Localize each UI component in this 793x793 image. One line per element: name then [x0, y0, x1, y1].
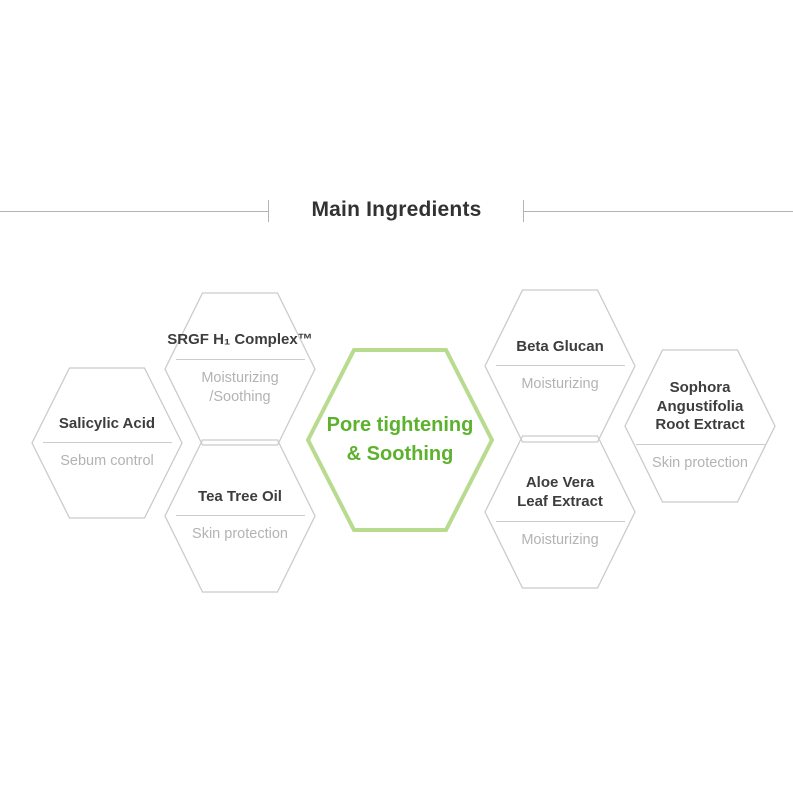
hexagon-content: Beta Glucan Moisturizing [485, 290, 635, 442]
hexagon-outline [625, 350, 775, 502]
hexagon-content: SRGF H₁ Complex™ Moisturizing /Soothing [165, 293, 315, 445]
hexagon-content: Salicylic Acid Sebum control [32, 368, 182, 518]
ingredient-name: Salicylic Acid [58, 414, 156, 432]
hexagon-outline [165, 440, 315, 592]
ingredient-benefit: Moisturizing /Soothing [201, 370, 279, 405]
ingredient-name: Beta Glucan [516, 337, 604, 355]
center-benefit-label: Pore tightening & Soothing [326, 414, 474, 465]
hexagon-outline [165, 293, 315, 445]
ingredient-name: Sophora Angustifolia Root Extract [655, 378, 745, 434]
hexagon-outline [32, 368, 182, 518]
hexagon-aloe-vera-leaf-extract: Aloe Vera Leaf Extract Moisturizing [485, 436, 635, 588]
ingredient-benefit: Moisturizing [521, 376, 599, 393]
hexagon-srgf-h1-complex: SRGF H₁ Complex™ Moisturizing /Soothing [165, 293, 315, 445]
title-rule-left [0, 211, 268, 212]
ingredient-benefit: Moisturizing [521, 531, 599, 548]
ingredient-divider [175, 515, 305, 517]
ingredient-divider [175, 359, 305, 361]
ingredient-divider [635, 444, 765, 446]
hexagon-sophora-angustifolia-root-extract: Sophora Angustifolia Root Extract Skin p… [625, 350, 775, 502]
hexagon-outline [485, 290, 635, 442]
hexagon-content: Sophora Angustifolia Root Extract Skin p… [625, 350, 775, 502]
hexagon-content: Tea Tree Oil Skin protection [165, 440, 315, 592]
hexagon-outline-green [308, 350, 492, 530]
hexagon-tea-tree-oil: Tea Tree Oil Skin protection [165, 440, 315, 592]
title-rule-right [523, 211, 793, 212]
ingredient-benefit: Skin protection [192, 526, 288, 543]
hexagon-content: Pore tightening & Soothing [308, 350, 492, 530]
ingredient-benefit: Skin protection [652, 455, 748, 472]
ingredient-divider [495, 520, 625, 522]
header: Main Ingredients [0, 198, 793, 228]
hexagon-beta-glucan: Beta Glucan Moisturizing [485, 290, 635, 442]
ingredient-name: SRGF H₁ Complex™ [167, 331, 313, 349]
hexagon-salicylic-acid: Salicylic Acid Sebum control [32, 368, 182, 518]
ingredient-benefit: Sebum control [60, 453, 154, 470]
hexagon-content: Aloe Vera Leaf Extract Moisturizing [485, 436, 635, 588]
ingredient-name: Aloe Vera Leaf Extract [517, 474, 603, 511]
page-title: Main Ingredients [311, 198, 482, 221]
ingredient-divider [42, 442, 172, 444]
title-tick-left [268, 200, 269, 222]
hexagon-outline [485, 436, 635, 588]
hexagon-center-benefit: Pore tightening & Soothing [308, 350, 492, 530]
ingredient-name: Tea Tree Oil [198, 487, 282, 505]
ingredient-divider [495, 365, 625, 367]
